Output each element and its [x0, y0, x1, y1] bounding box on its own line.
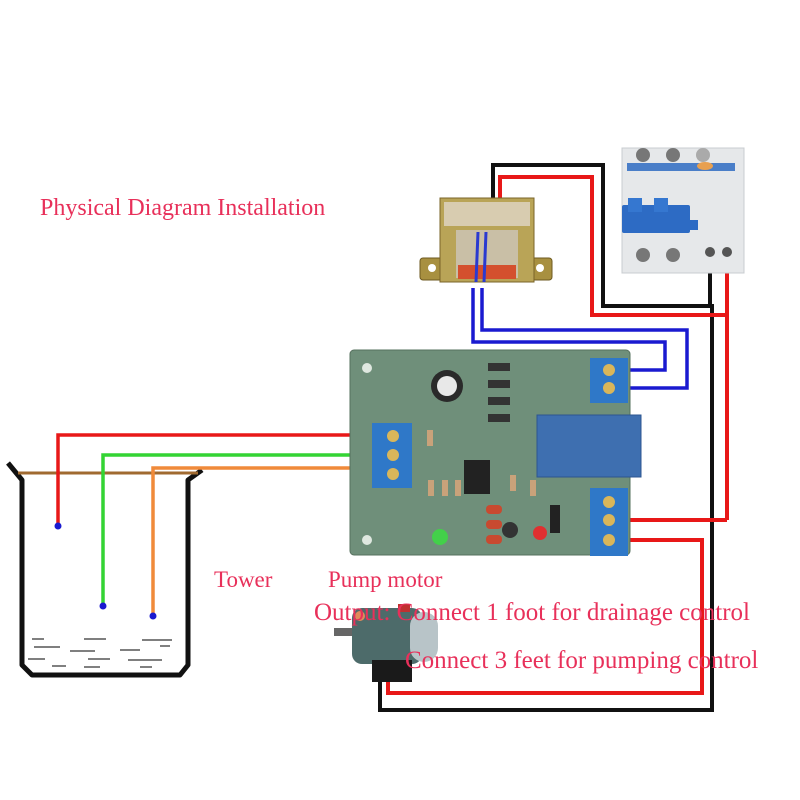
tower — [6, 461, 204, 678]
control-board — [349, 349, 642, 556]
probe-red-tip — [54, 522, 62, 530]
probe-wire-green — [101, 453, 370, 604]
probe-green-tip — [99, 602, 107, 610]
transformer-secondary-wire-1 — [471, 288, 667, 372]
diagram-title: Physical Diagram Installation — [40, 195, 326, 221]
line-wire — [498, 175, 729, 520]
neutral-wire — [378, 163, 714, 712]
output-drainage-label: Output: Connect 1 foot for drainage cont… — [314, 599, 750, 626]
tower-label: Tower — [214, 567, 273, 592]
circuit-breaker — [621, 147, 745, 274]
probe-wire-orange — [151, 466, 370, 614]
water-surface — [28, 638, 172, 668]
output-pumping-label: Connect 3 feet for pumping control — [405, 647, 759, 674]
probe-wires — [54, 433, 370, 620]
transformer-secondary-wire-2 — [480, 288, 689, 390]
probe-wire-red — [56, 433, 370, 524]
pump-motor — [334, 604, 438, 682]
transformer — [419, 197, 553, 283]
probe-orange-tip — [149, 612, 157, 620]
pump-motor-label: Pump motor — [328, 567, 443, 592]
